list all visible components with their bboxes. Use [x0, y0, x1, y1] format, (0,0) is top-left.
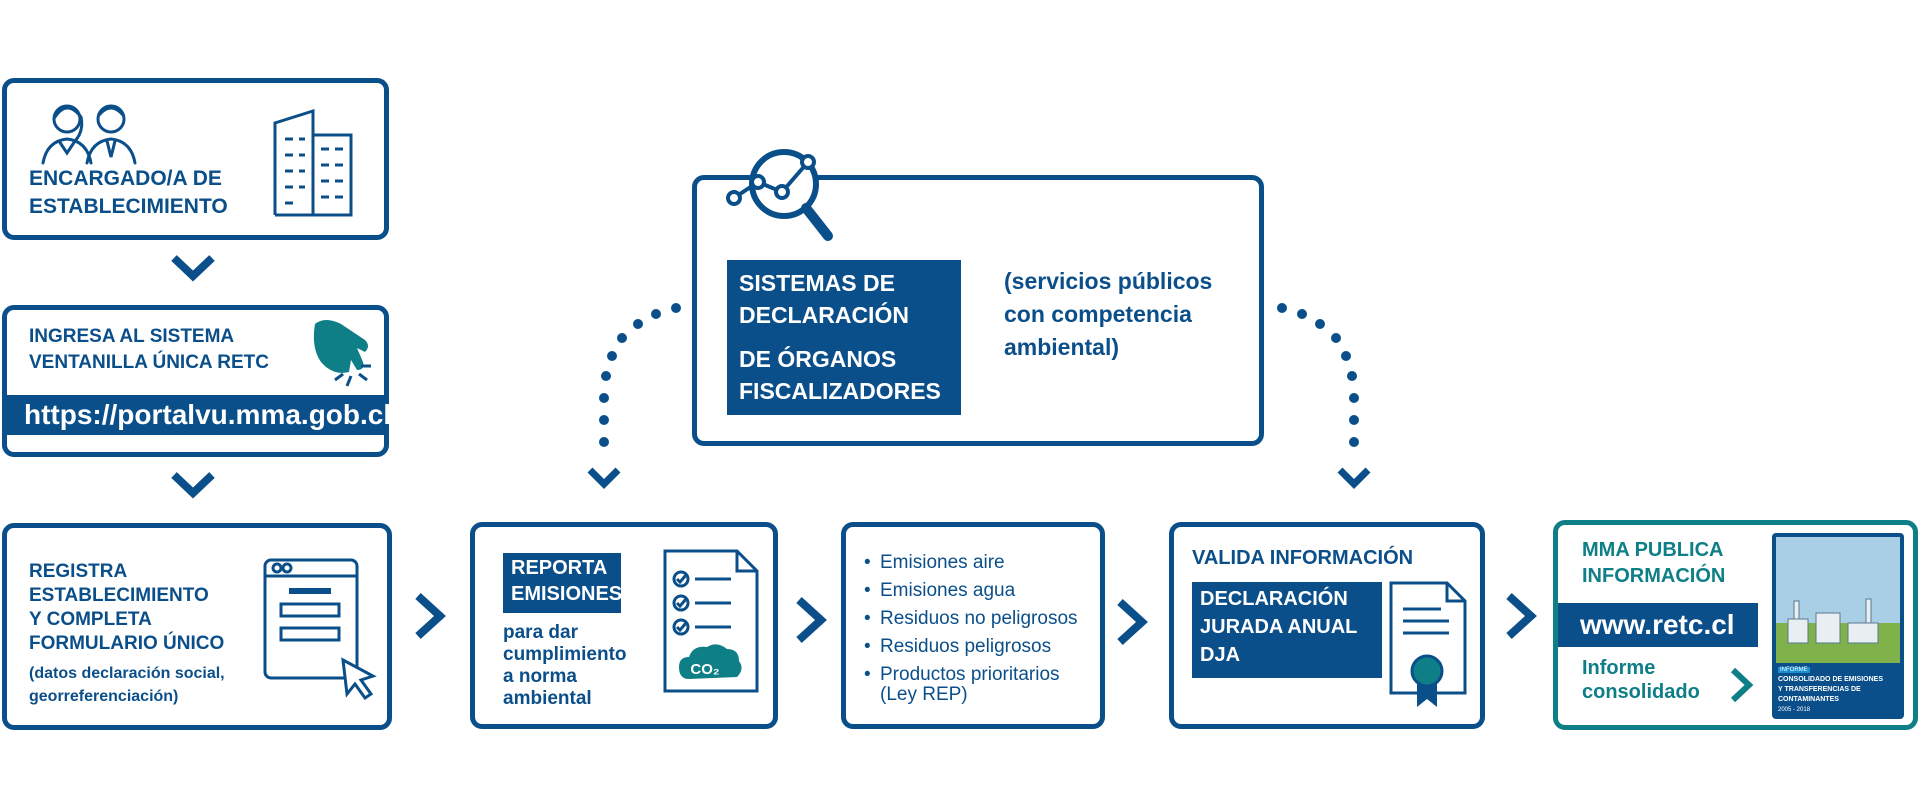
sistemas-note-line2: con competencia: [1004, 301, 1192, 327]
step2-title-line1: INGRESA AL SISTEMA: [29, 326, 235, 347]
step3-note-line1: (datos declaración social,: [29, 665, 225, 682]
valida-title: VALIDA INFORMACIÓN: [1192, 547, 1414, 569]
dja-band-line1: DECLARACIÓN: [1200, 588, 1348, 610]
reporta-band-line1: REPORTA: [511, 557, 608, 579]
chevron-right-icon[interactable]: [1728, 665, 1756, 705]
step-reporta-box: REPORTA EMISIONES para dar cumplimiento …: [470, 522, 778, 729]
list-item: Residuos peligrosos: [864, 633, 1078, 661]
sistemas-band-line1: SISTEMAS DE: [739, 270, 895, 296]
list-item-continuation: (Ley REP): [880, 684, 968, 705]
dja-band-line2: JURADA ANUAL: [1200, 616, 1358, 638]
sistemas-band-line3: DE ÓRGANOS: [739, 346, 897, 372]
retc-url-band: www.retc.cl: [1558, 603, 1758, 647]
sistemas-note-line3: ambiental): [1004, 334, 1120, 360]
portal-url-link[interactable]: https://portalvu.mma.gob.cl: [24, 399, 392, 430]
step3-title-line1: REGISTRA: [29, 561, 128, 582]
building-icon: [273, 108, 353, 217]
step3-title-line4: FORMULARIO ÚNICO: [29, 633, 225, 654]
people-icon: [41, 104, 137, 165]
retc-url-link[interactable]: www.retc.cl: [1580, 609, 1735, 640]
step4-sub-line1: para dar: [503, 622, 578, 643]
chevron-right-icon: [796, 597, 827, 643]
step-ingresa-box: INGRESA AL SISTEMA VENTANILLA ÚNICA RETC…: [2, 305, 392, 457]
step-emisiones-list-box: Emisiones aire Emisiones agua Residuos n…: [841, 522, 1105, 729]
step1-title-line2: ESTABLECIMIENTO: [29, 195, 228, 218]
step3-title-line3: Y COMPLETA: [29, 609, 152, 630]
sistemas-band-line2: DECLARACIÓN: [739, 302, 909, 328]
step-valida-box: VALIDA INFORMACIÓN DECLARACIÓN JURADA AN…: [1169, 522, 1485, 729]
sistemas-declaracion-box: SISTEMAS DE DECLARACIÓN DE ÓRGANOS FISCA…: [692, 175, 1264, 446]
list-item: Residuos no peligrosos: [864, 605, 1078, 633]
web-form-icon: [263, 558, 377, 701]
publica-title-line2: INFORMACIÓN: [1582, 565, 1726, 587]
publica-title-line1: MMA PUBLICA: [1582, 539, 1724, 561]
pointing-hand-icon: [313, 320, 371, 387]
report-cover-tag: INFORME: [1778, 667, 1810, 673]
certificate-icon: [1389, 581, 1467, 707]
dotted-connector-left: [587, 303, 681, 489]
report-cover-title1: CONSOLIDADO DE EMISIONES: [1778, 676, 1884, 683]
dja-band: DECLARACIÓN JURADA ANUAL DJA: [1192, 582, 1382, 678]
informe-link-line1[interactable]: Informe: [1582, 657, 1656, 679]
report-cover[interactable]: INFORME CONSOLIDADO DE EMISIONES Y TRANS…: [1772, 533, 1904, 719]
list-item: Emisiones aire: [864, 549, 1078, 577]
reporta-band-line2: EMISIONES: [511, 583, 623, 605]
list-item: Emisiones agua: [864, 577, 1078, 605]
sistemas-note-line1: (servicios públicos: [1004, 268, 1213, 294]
chevron-down-icon: [171, 255, 215, 282]
step4-sub-line4: ambiental: [503, 688, 592, 709]
magnifier-chart-icon: [726, 149, 833, 241]
chevron-right-icon: [1117, 599, 1148, 645]
emissions-list: Emisiones aire Emisiones agua Residuos n…: [864, 549, 1078, 689]
dja-band-line3: DJA: [1200, 644, 1241, 666]
step-publica-box: MMA PUBLICA INFORMACIÓN www.retc.cl Info…: [1553, 520, 1918, 730]
step-encargado-box: ENCARGADO/A DE ESTABLECIMIENTO: [2, 78, 389, 240]
sistemas-band: SISTEMAS DE DECLARACIÓN DE ÓRGANOS FISCA…: [727, 260, 961, 415]
step3-note-line2: georreferenciación): [29, 688, 179, 705]
step4-sub-line3: a norma: [503, 666, 577, 687]
list-item: Productos prioritarios: [864, 661, 1078, 689]
report-cover-years: 2005 - 2018: [1778, 707, 1811, 713]
step-registra-box: REGISTRA ESTABLECIMIENTO Y COMPLETA FORM…: [2, 523, 392, 730]
dotted-connector-right: [1277, 303, 1371, 489]
reporta-band: REPORTA EMISIONES: [503, 553, 623, 613]
step3-title-line2: ESTABLECIMIENTO: [29, 585, 209, 606]
informe-link-line2[interactable]: consolidado: [1582, 681, 1700, 703]
sistemas-band-line4: FISCALIZADORES: [739, 378, 941, 404]
step4-sub-line2: cumplimiento: [503, 644, 627, 665]
chevron-right-icon: [415, 593, 446, 639]
report-cover-title3: CONTAMINANTES: [1778, 696, 1839, 703]
factory-icon: [1787, 598, 1879, 644]
report-cover-title2: Y TRANSFERENCIAS DE: [1778, 686, 1861, 693]
chevron-down-icon: [171, 472, 215, 499]
co2-label: CO₂: [690, 661, 719, 678]
step1-title-line1: ENCARGADO/A DE: [29, 167, 222, 190]
checklist-co2-icon: CO₂: [663, 549, 759, 693]
chevron-right-icon: [1506, 593, 1537, 639]
step2-title-line2: VENTANILLA ÚNICA RETC: [29, 352, 269, 373]
portal-url-band: https://portalvu.mma.gob.cl: [2, 395, 392, 435]
